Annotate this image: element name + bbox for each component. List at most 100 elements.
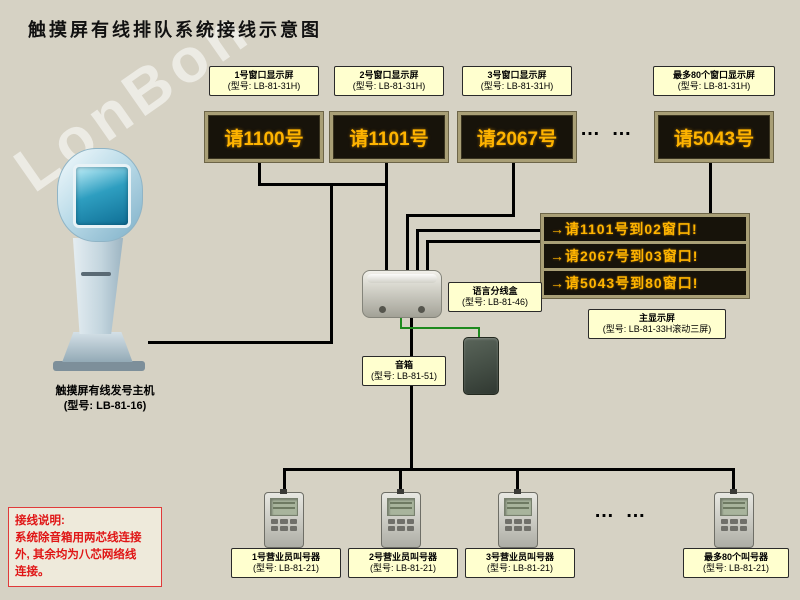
label-name: 触摸屏有线发号主机 <box>55 385 155 397</box>
caller-connector <box>280 489 287 494</box>
label-caller-4: 最多80个叫号器 (型号: LB-81-21) <box>683 548 789 578</box>
wire-speaker-1 <box>400 314 402 328</box>
label-window-display-3: 3号窗口显示屏 (型号: LB-81-31H) <box>462 66 572 96</box>
label-name: 3号窗口显示屏 <box>487 70 547 80</box>
caller-keypad <box>721 519 747 531</box>
label-name: 最多80个窗口显示屏 <box>672 70 755 80</box>
wire-display4-feed <box>416 229 419 270</box>
wire-caller1-drop <box>283 468 286 495</box>
caller-device-3 <box>498 489 538 548</box>
label-window-display-4: 最多80个窗口显示屏 (型号: LB-81-31H) <box>653 66 775 96</box>
caller-device-4 <box>714 489 754 548</box>
splitter-port <box>379 306 386 313</box>
label-name: 1号窗口显示屏 <box>234 70 294 80</box>
splitter-lid <box>367 274 437 283</box>
label-model: (型号: LB-81-33H滚动三屏) <box>602 324 712 334</box>
ticket-kiosk <box>45 142 160 374</box>
label-model: (型号: LB-81-31H) <box>677 81 751 91</box>
label-model: (型号: LB-81-21) <box>486 563 554 573</box>
splitter-port <box>418 306 425 313</box>
speaker-box <box>463 337 499 395</box>
led-text: 请2067号 <box>476 128 558 150</box>
caller-connector <box>514 489 521 494</box>
label-caller-3: 3号营业员叫号器 (型号: LB-81-21) <box>465 548 575 578</box>
wire-caller2-drop <box>399 468 402 495</box>
caller-device-2 <box>381 489 421 548</box>
note-line: 连接。 <box>15 566 50 578</box>
label-model: (型号: LB-81-51) <box>370 371 438 381</box>
label-window-display-1: 1号窗口显示屏 (型号: LB-81-31H) <box>209 66 319 96</box>
label-name: 最多80个叫号器 <box>703 552 768 562</box>
wire-caller3-drop <box>516 468 519 495</box>
bottom-ellipsis: … … <box>594 500 649 522</box>
label-name: 1号营业员叫号器 <box>251 552 320 562</box>
window-display-4: 请5043号 <box>655 112 773 162</box>
wire-bus1 <box>258 183 387 186</box>
caller-screen <box>387 498 415 516</box>
caller-keypad <box>505 519 531 531</box>
kiosk-body <box>72 238 124 334</box>
caller-connector <box>397 489 404 494</box>
top-ellipsis: … … <box>580 118 635 140</box>
wiring-note: 接线说明: 系统除音箱用两芯线连接 外, 其余均为八芯网络线 连接。 <box>8 507 162 587</box>
label-caller-2: 2号营业员叫号器 (型号: LB-81-21) <box>348 548 458 578</box>
note-line: 系统除音箱用两芯线连接 <box>15 532 142 544</box>
label-model: (型号: LB-81-21) <box>252 563 320 573</box>
wire-display1-drop <box>258 155 261 186</box>
window-display-2: 请1101号 <box>330 112 448 162</box>
caller-device-1 <box>264 489 304 548</box>
note-line: 外, 其余均为八芯网络线 <box>15 549 137 561</box>
window-display-1: 请1100号 <box>205 112 323 162</box>
window-display-3: 请2067号 <box>458 112 576 162</box>
label-name: 2号窗口显示屏 <box>359 70 419 80</box>
wire-main-display <box>426 240 542 243</box>
led-text: 请1101号 <box>349 128 429 150</box>
led-text: 请1100号 <box>224 128 304 150</box>
wire-speaker-3 <box>478 327 480 340</box>
kiosk-touchscreen <box>73 164 131 228</box>
main-display-line-2: →请2067号到03窗口! <box>544 244 746 268</box>
voice-splitter-box <box>362 270 442 318</box>
kiosk-base-plate <box>53 361 145 371</box>
label-window-display-2: 2号窗口显示屏 (型号: LB-81-31H) <box>334 66 444 96</box>
label-kiosk: 触摸屏有线发号主机 (型号: LB-81-16) <box>30 384 180 414</box>
label-main-display: 主显示屏 (型号: LB-81-33H滚动三屏) <box>588 309 726 339</box>
label-name: 3号营业员叫号器 <box>485 552 554 562</box>
wire-speaker-2 <box>400 327 480 329</box>
wire-kiosk-vertical <box>330 183 333 344</box>
led-text: 请5043号 <box>673 128 755 150</box>
main-display: →请1101号到02窗口! →请2067号到03窗口! →请5043号到80窗口… <box>540 213 750 299</box>
wire-main-display-feed <box>426 240 429 270</box>
kiosk-printer-slot <box>81 272 111 276</box>
note-heading: 接线说明: <box>15 515 65 527</box>
main-display-line-3: →请5043号到80窗口! <box>544 271 746 295</box>
label-name: 主显示屏 <box>638 313 675 323</box>
kiosk-base <box>62 332 133 362</box>
label-splitter: 语言分线盒 (型号: LB-81-46) <box>448 282 542 312</box>
label-model: (型号: LB-81-16) <box>63 400 147 412</box>
wire-display3-drop <box>512 155 515 216</box>
wire-caller4-drop <box>732 468 735 495</box>
caller-keypad <box>271 519 297 531</box>
label-name: 音箱 <box>394 360 413 370</box>
wire-bus3 <box>406 214 515 217</box>
label-model: (型号: LB-81-31H) <box>227 81 301 91</box>
caller-keypad <box>388 519 414 531</box>
label-model: (型号: LB-81-31H) <box>352 81 426 91</box>
caller-screen <box>720 498 748 516</box>
wire-display2-drop <box>385 155 388 270</box>
label-name: 2号营业员叫号器 <box>368 552 437 562</box>
label-name: 语言分线盒 <box>472 286 518 296</box>
label-model: (型号: LB-81-21) <box>369 563 437 573</box>
label-speaker: 音箱 (型号: LB-81-51) <box>362 356 446 386</box>
label-model: (型号: LB-81-31H) <box>480 81 554 91</box>
wire-display4-drop <box>709 155 712 231</box>
wire-bottom-bus <box>283 468 735 471</box>
label-caller-1: 1号营业员叫号器 (型号: LB-81-21) <box>231 548 341 578</box>
wire-kiosk-horizontal <box>148 341 333 344</box>
caller-connector <box>730 489 737 494</box>
main-display-line-1: →请1101号到02窗口! <box>544 217 746 241</box>
wire-splitter-down <box>410 316 413 470</box>
caller-screen <box>270 498 298 516</box>
